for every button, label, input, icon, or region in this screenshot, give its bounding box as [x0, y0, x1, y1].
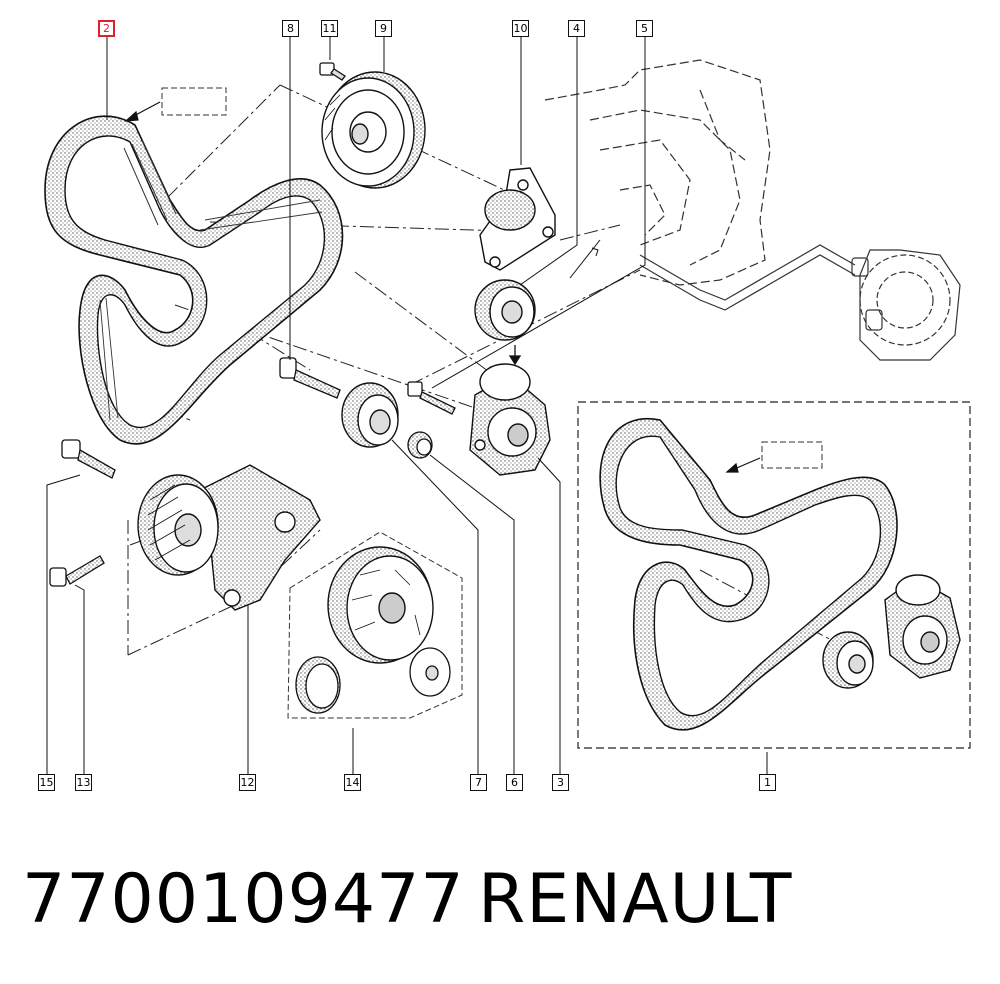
kit-1-reference-box [761, 441, 823, 469]
belt-reference-box [161, 87, 227, 116]
callout-2[interactable]: 2 [98, 20, 115, 37]
callout-14[interactable]: 14 [344, 774, 361, 791]
callout-15[interactable]: 15 [38, 774, 55, 791]
callout-6[interactable]: 6 [506, 774, 523, 791]
callout-4[interactable]: 4 [568, 20, 585, 37]
kit-1-roller [822, 631, 874, 689]
pulley-9 [321, 71, 426, 189]
tensioner-bracket-10 [479, 167, 556, 271]
mount-arrow [508, 345, 522, 366]
adjust-arrows [569, 239, 601, 279]
idler-roller-4 [474, 279, 536, 341]
brand-name: RENAULT [478, 860, 793, 939]
engine-mount-outline [639, 244, 961, 361]
screw-5 [407, 381, 456, 415]
leader-lines [46, 37, 768, 774]
callout-10[interactable]: 10 [512, 20, 529, 37]
screw-11 [319, 62, 346, 81]
part-number: 7700109477 [22, 860, 465, 939]
belt-pointer-arrow [124, 101, 161, 122]
kit-1-outline [577, 401, 971, 749]
callout-12[interactable]: 12 [239, 774, 256, 791]
callout-8[interactable]: 8 [282, 20, 299, 37]
kit-1-pointer-arrow [725, 457, 761, 473]
callout-9[interactable]: 9 [375, 20, 392, 37]
callout-13[interactable]: 13 [75, 774, 92, 791]
callout-1[interactable]: 1 [759, 774, 776, 791]
callout-5[interactable]: 5 [636, 20, 653, 37]
spacer-6 [407, 431, 433, 459]
dust-cap-14 [295, 656, 341, 714]
kit-14-outline [287, 531, 463, 719]
engine-block-outline [544, 59, 771, 286]
pulley-14 [327, 546, 434, 664]
multi-rib-belt [44, 115, 344, 445]
kit-1-tensioner [884, 574, 961, 679]
screw-13 [49, 555, 105, 587]
callout-3[interactable]: 3 [552, 774, 569, 791]
callout-11[interactable]: 11 [321, 20, 338, 37]
screw-8 [279, 357, 341, 399]
callout-7[interactable]: 7 [470, 774, 487, 791]
kit-1-belt [599, 417, 898, 731]
screw-15 [61, 439, 116, 479]
washer-14 [409, 647, 451, 697]
belt-tensioner-3 [469, 363, 551, 476]
idler-roller-7 [341, 382, 399, 448]
tensioner-pulley-bracket-12 [137, 464, 321, 611]
